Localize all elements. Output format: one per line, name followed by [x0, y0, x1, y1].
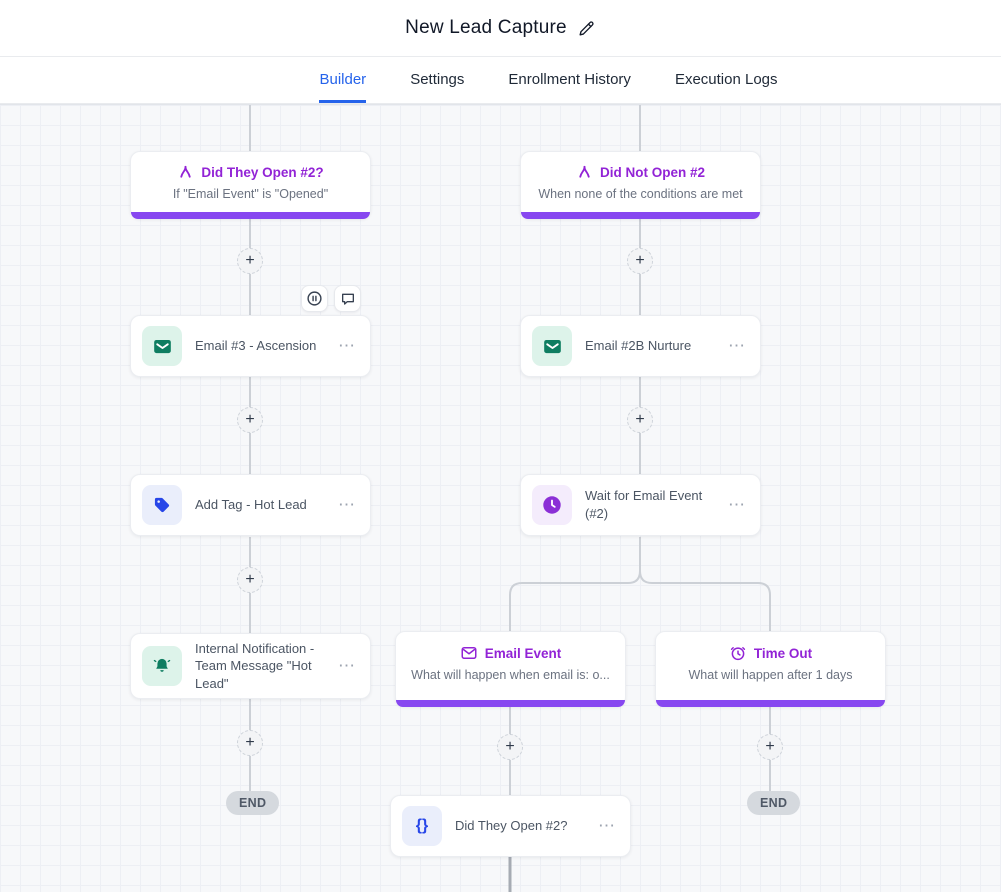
add-step-button[interactable]: + [627, 407, 653, 433]
tag-icon [142, 485, 182, 525]
comment-step-button[interactable] [334, 285, 361, 312]
pause-icon [307, 291, 322, 306]
more-options-icon[interactable]: ⋯ [338, 656, 356, 675]
bell-icon [142, 646, 182, 686]
pause-step-button[interactable] [301, 285, 328, 312]
branch-subtitle: What will happen when email is: o... [411, 668, 610, 682]
condition-subtitle: When none of the conditions are met [538, 187, 743, 201]
more-options-icon[interactable]: ⋯ [728, 336, 746, 355]
tab-execution-logs[interactable]: Execution Logs [674, 71, 778, 88]
tab-settings[interactable]: Settings [410, 71, 465, 88]
condition-title: Did They Open #2? [201, 165, 324, 180]
more-options-icon[interactable]: ⋯ [338, 336, 356, 355]
add-step-button[interactable]: + [757, 734, 783, 760]
action-card-email-3[interactable]: Email #3 - Ascension ⋯ [130, 315, 371, 377]
email-icon [532, 326, 572, 366]
action-label: Did They Open #2? [455, 818, 568, 834]
action-label: Internal Notification - Team Message "Ho… [195, 640, 315, 691]
add-step-button[interactable]: + [237, 248, 263, 274]
condition-accent-bar [396, 700, 625, 707]
condition-accent-bar [656, 700, 885, 707]
more-options-icon[interactable]: ⋯ [338, 495, 356, 514]
condition-title: Did Not Open #2 [599, 165, 705, 180]
action-label: Email #3 - Ascension [195, 338, 317, 354]
branch-title: Time Out [753, 645, 813, 661]
alarm-clock-icon [730, 647, 745, 661]
tab-builder[interactable]: Builder [319, 57, 367, 103]
action-card-did-they-open[interactable]: {} Did They Open #2? ⋯ [390, 795, 631, 857]
action-card-add-tag[interactable]: Add Tag - Hot Lead ⋯ [130, 474, 371, 536]
add-step-button[interactable]: + [237, 567, 263, 593]
envelope-icon [461, 647, 477, 659]
action-label: Wait for Email Event (#2) [585, 488, 703, 521]
action-card-email-2b[interactable]: Email #2B Nurture ⋯ [520, 315, 761, 377]
edit-title-button[interactable] [577, 19, 596, 38]
branch-icon [579, 165, 590, 178]
add-step-button[interactable]: + [237, 407, 263, 433]
add-step-button[interactable]: + [627, 248, 653, 274]
page-title: New Lead Capture [405, 17, 567, 38]
condition-card-did-they-open[interactable]: Did They Open #2? If "Email Event" is "O… [130, 151, 371, 219]
action-label: Add Tag - Hot Lead [195, 497, 307, 513]
branch-subtitle: What will happen after 1 days [688, 668, 853, 682]
end-badge: END [747, 791, 801, 815]
add-step-button[interactable]: + [237, 730, 263, 756]
action-label: Email #2B Nurture [585, 338, 692, 354]
condition-accent-bar [131, 212, 370, 219]
comment-icon [341, 293, 354, 305]
workflow-canvas[interactable]: Did They Open #2? If "Email Event" is "O… [0, 104, 1001, 892]
add-step-button[interactable]: + [497, 734, 523, 760]
branch-card-email-event[interactable]: Email Event What will happen when email … [395, 631, 626, 707]
branch-title: Email Event [484, 645, 562, 661]
header: New Lead Capture [0, 0, 1001, 57]
email-icon [142, 326, 182, 366]
end-badge: END [226, 791, 280, 815]
branch-card-time-out[interactable]: Time Out What will happen after 1 days [655, 631, 886, 707]
branch-icon [180, 165, 192, 178]
action-card-internal-notification[interactable]: Internal Notification - Team Message "Ho… [130, 633, 371, 699]
braces-icon: {} [402, 806, 442, 846]
condition-subtitle: If "Email Event" is "Opened" [172, 187, 329, 201]
pencil-icon [579, 20, 594, 36]
tab-bar: Builder Settings Enrollment History Exec… [0, 57, 1001, 104]
action-card-wait-for-email-event[interactable]: Wait for Email Event (#2) ⋯ [520, 474, 761, 536]
condition-accent-bar [521, 212, 760, 219]
condition-card-did-not-open[interactable]: Did Not Open #2 When none of the conditi… [520, 151, 761, 219]
tab-enrollment-history[interactable]: Enrollment History [508, 71, 631, 88]
more-options-icon[interactable]: ⋯ [598, 816, 616, 835]
clock-icon [532, 485, 572, 525]
more-options-icon[interactable]: ⋯ [728, 495, 746, 514]
